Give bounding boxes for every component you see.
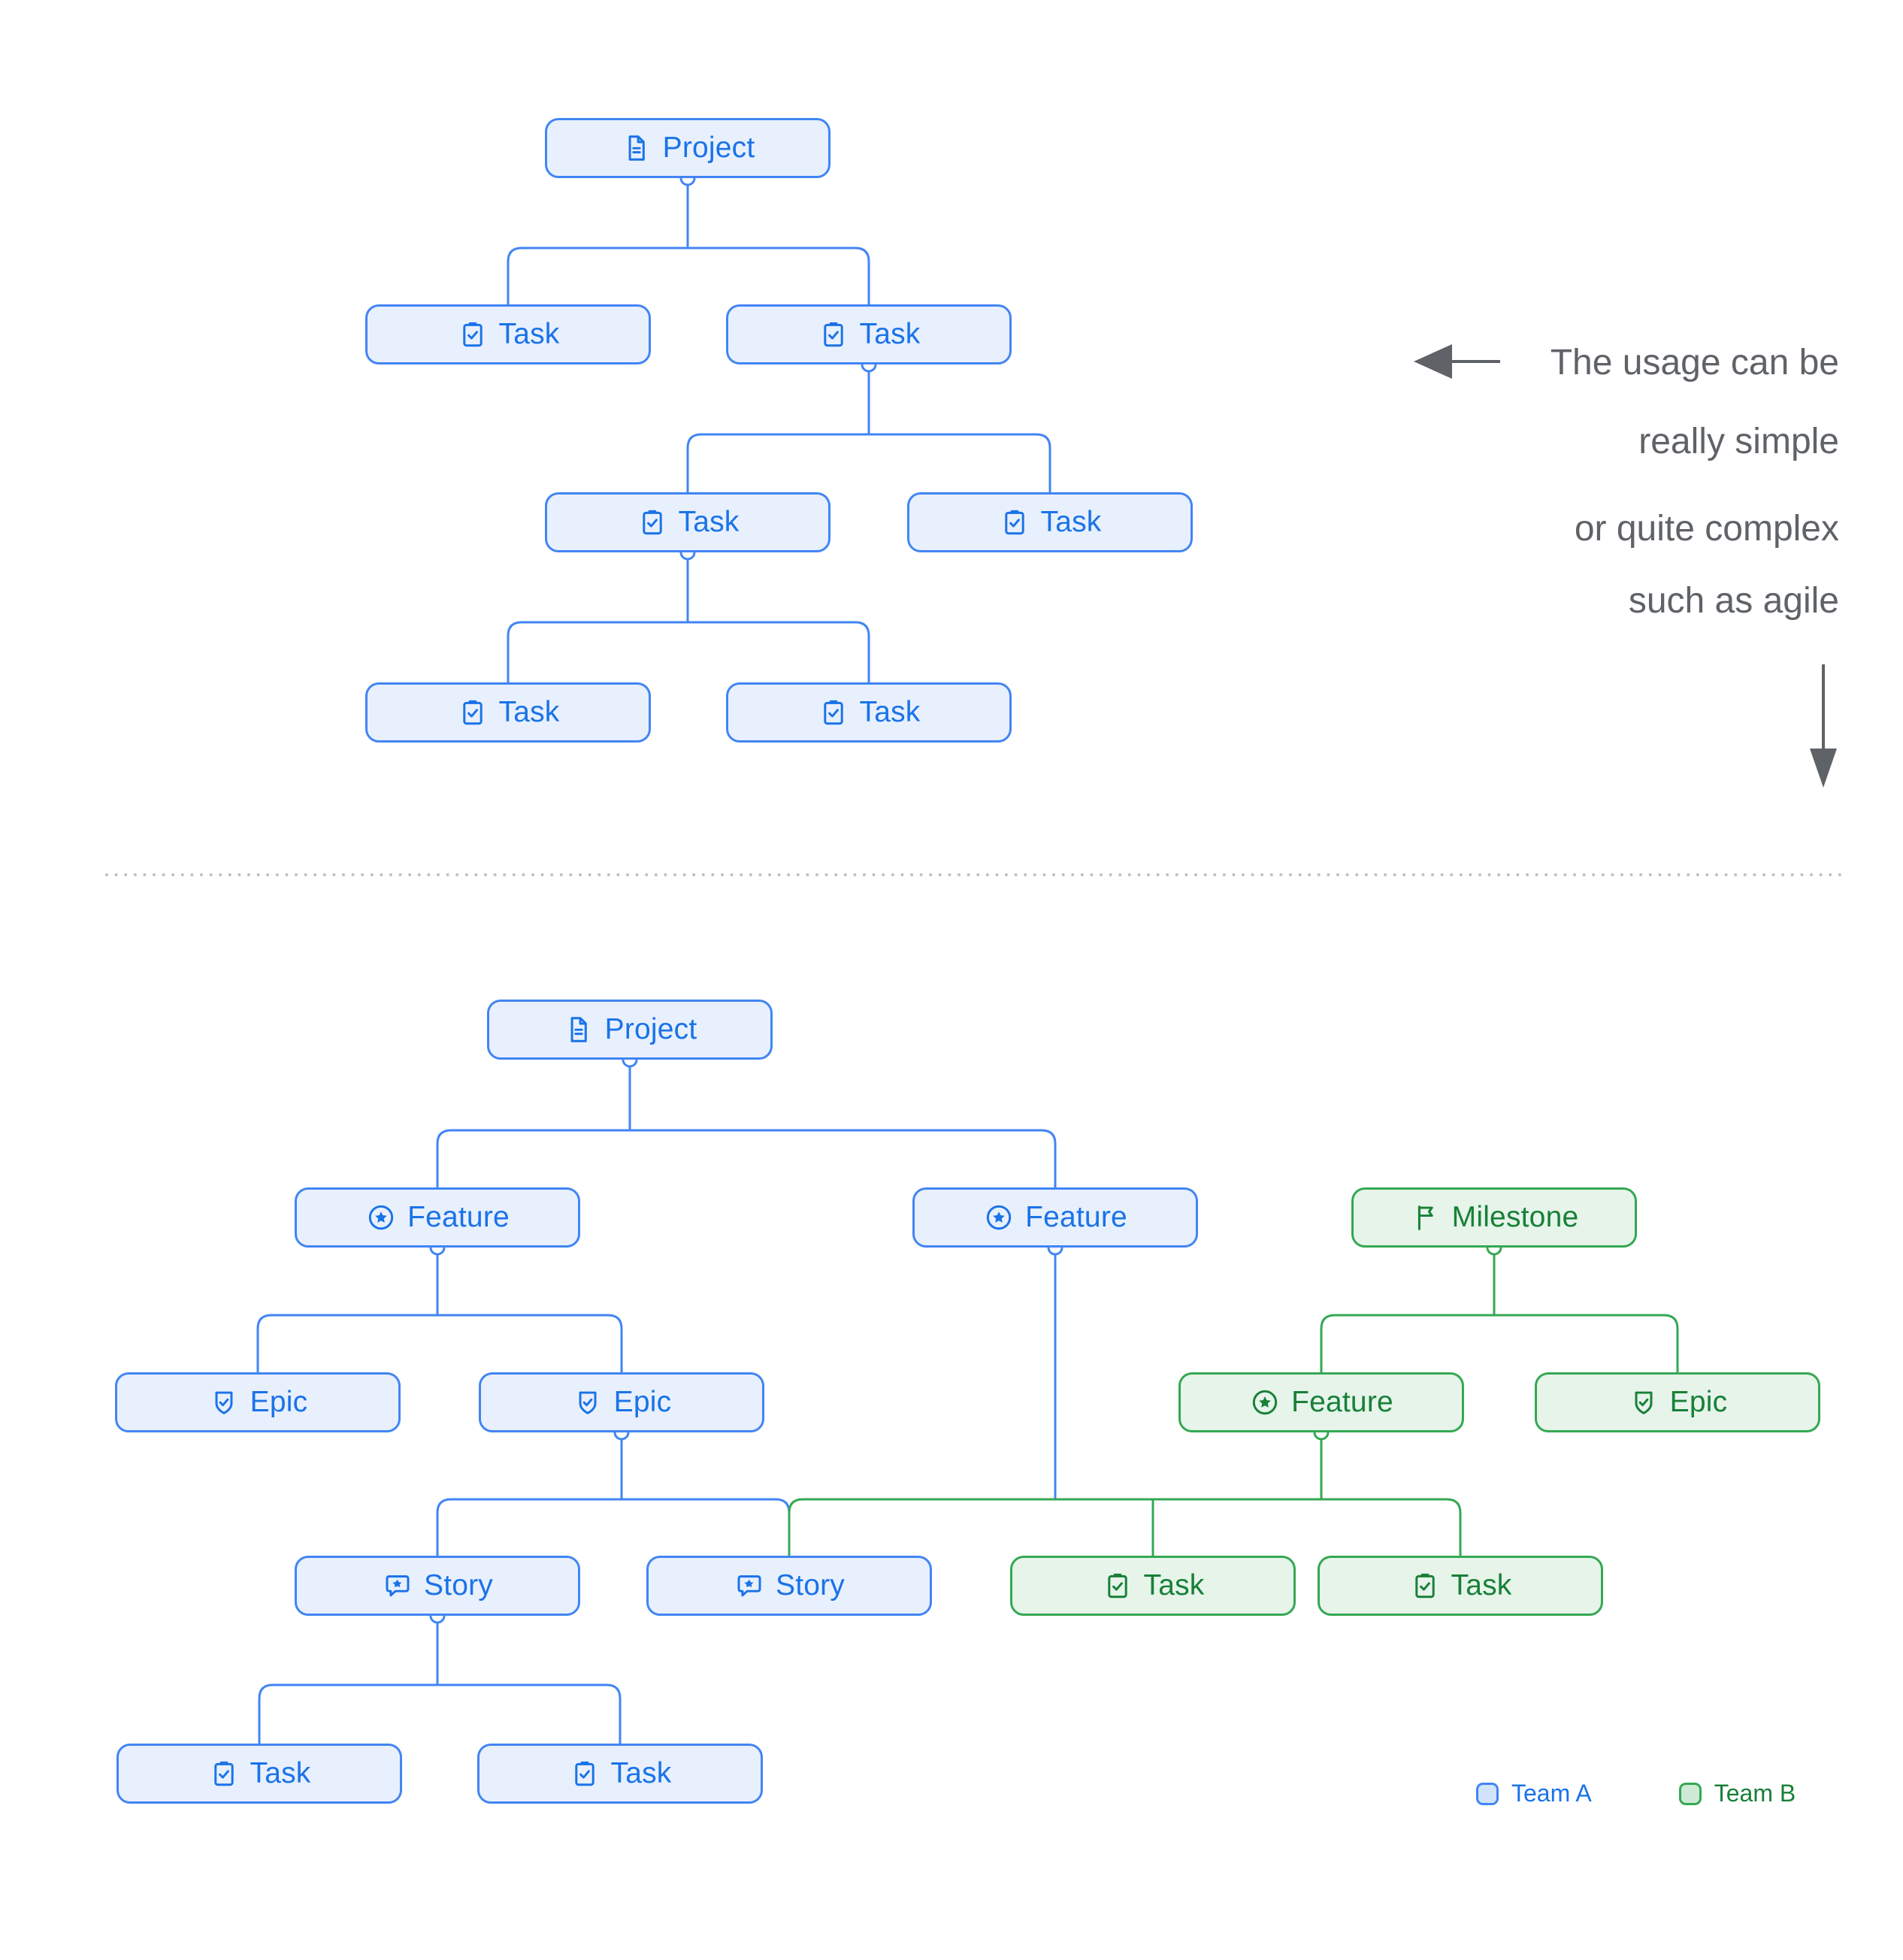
node-story-s2: Story (646, 1556, 932, 1616)
connector-story1-to-tasks (258, 1683, 622, 1745)
node-label: Feature (407, 1201, 510, 1233)
milestone-icon (1410, 1202, 1442, 1233)
task-icon (818, 697, 849, 728)
node-task-gt2: Task (1318, 1556, 1603, 1616)
node-feature-gf1: Feature (1178, 1372, 1464, 1432)
annotation-arrows (1414, 344, 1837, 788)
legend-label: Team B (1714, 1780, 1796, 1807)
legend-item-team-b: Team B (1678, 1780, 1796, 1807)
node-task-t1: Task (365, 304, 651, 364)
node-label: Project (604, 1013, 697, 1045)
feature-icon (1249, 1387, 1281, 1418)
annotation-line: such as agile (1628, 581, 1839, 621)
node-label: Epic (613, 1386, 672, 1418)
connector-green-feature-rail (788, 1498, 1462, 1557)
node-story-s1: Story (295, 1556, 580, 1616)
connector-epic2-to-stories (436, 1498, 791, 1557)
node-label: Task (1451, 1569, 1512, 1602)
connector-task2-to-children (686, 433, 1051, 494)
node-label: Task (610, 1757, 672, 1789)
node-label: Task (250, 1757, 311, 1789)
feature-icon (983, 1202, 1015, 1233)
node-label: Epic (250, 1386, 308, 1418)
node-task-t7: Task (116, 1744, 402, 1804)
node-epic-e1: Epic (115, 1372, 401, 1432)
node-task-t3: Task (545, 492, 830, 552)
connector-task3-to-children (507, 621, 870, 684)
node-task-t5: Task (365, 682, 651, 743)
node-label: Feature (1291, 1386, 1393, 1418)
down-arrow-icon (1810, 749, 1837, 788)
node-label: Project (662, 132, 755, 164)
complex-tree-connectors-team-b (788, 1253, 1679, 1557)
simple-tree-connectors (507, 183, 1051, 684)
task-icon (457, 697, 489, 728)
left-arrow-icon (1414, 344, 1452, 379)
annotation-line: really simple (1638, 422, 1839, 461)
legend-label: Team A (1511, 1780, 1592, 1807)
complex-tree-anchors (429, 1051, 1502, 1624)
task-icon (569, 1758, 601, 1789)
story-icon (734, 1570, 765, 1602)
node-label: Story (775, 1569, 846, 1602)
task-icon (999, 507, 1030, 538)
feature-icon (365, 1202, 397, 1233)
node-task-t2: Task (726, 304, 1012, 364)
node-label: Story (423, 1569, 494, 1602)
node-label: Task (498, 696, 560, 728)
connector-feature1-to-epics (256, 1314, 623, 1374)
epic-icon (208, 1387, 240, 1418)
node-label: Task (859, 318, 921, 350)
node-label: Milestone (1451, 1201, 1579, 1233)
document-icon (621, 132, 652, 164)
annotation-line: The usage can be (1550, 343, 1839, 383)
node-task-t4: Task (907, 492, 1193, 552)
epic-icon (1628, 1387, 1659, 1418)
node-project-p1: Project (545, 118, 830, 178)
node-feature-f2: Feature (912, 1187, 1198, 1248)
node-task-t8: Task (477, 1744, 763, 1804)
task-icon (818, 319, 849, 350)
node-label: Task (498, 318, 560, 350)
annotation-line: or quite complex (1574, 509, 1839, 549)
node-label: Task (859, 696, 921, 728)
node-milestone-m1: Milestone (1351, 1187, 1637, 1248)
node-epic-ge1: Epic (1535, 1372, 1820, 1432)
story-icon (382, 1570, 413, 1602)
node-feature-f1: Feature (295, 1187, 580, 1248)
node-project-p2: Project (487, 1000, 773, 1060)
document-icon (563, 1014, 594, 1045)
epic-icon (572, 1387, 604, 1418)
team-a-swatch-icon (1476, 1782, 1499, 1805)
node-label: Task (678, 506, 740, 538)
node-label: Feature (1025, 1201, 1127, 1233)
task-icon (1102, 1570, 1133, 1602)
connector-project2-to-features (436, 1129, 1057, 1189)
node-epic-e2: Epic (479, 1372, 764, 1432)
task-icon (1409, 1570, 1441, 1602)
node-label: Epic (1669, 1386, 1728, 1418)
team-legend: Team A Team B (1476, 1780, 1796, 1807)
task-icon (637, 507, 668, 538)
team-b-swatch-icon (1678, 1782, 1702, 1805)
task-icon (457, 319, 489, 350)
connector-milestone-to-children (1320, 1314, 1679, 1374)
legend-item-team-a: Team A (1476, 1780, 1592, 1807)
node-label: Task (1040, 506, 1102, 538)
task-icon (208, 1758, 240, 1789)
node-label: Task (1143, 1569, 1205, 1602)
complex-tree-connectors-team-a (256, 1065, 1057, 1745)
connector-project-to-tasks (507, 247, 870, 306)
node-task-t6: Task (726, 682, 1012, 743)
node-task-gt1: Task (1010, 1556, 1296, 1616)
